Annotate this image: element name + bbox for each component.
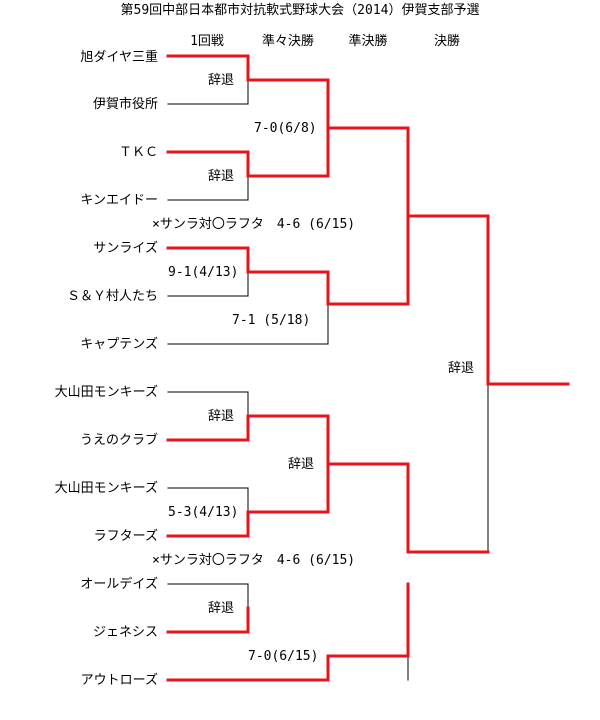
team-name: サンライズ bbox=[93, 240, 158, 256]
result-label: 9-1(4/13) bbox=[168, 265, 238, 280]
team-name: ラフターズ bbox=[94, 528, 158, 544]
team-name: オールデイズ bbox=[80, 576, 158, 592]
result-label: 辞退 bbox=[208, 73, 234, 88]
result-label: 辞退 bbox=[208, 169, 234, 184]
bracket-title: 第59回中部日本都市対抗軟式野球大会（2014）伊賀支部予選 bbox=[121, 2, 480, 18]
match-note: ×サンラ対〇ラフタ 4-6 (6/15) bbox=[152, 217, 355, 232]
team-name: うえのクラブ bbox=[80, 432, 158, 448]
result-label: 辞退 bbox=[288, 457, 314, 472]
team-name: ＴＫＣ bbox=[119, 145, 158, 160]
column-header-final: 決勝 bbox=[434, 34, 460, 49]
team-name: 大山田モンキーズ bbox=[55, 480, 158, 496]
column-header-round1: 1回戦 bbox=[190, 34, 224, 49]
result-label: 7-1 (5/18) bbox=[232, 313, 310, 328]
result-label: 辞退 bbox=[448, 361, 474, 376]
team-name: 旭ダイヤ三重 bbox=[80, 49, 158, 65]
match-note: ×サンラ対〇ラフタ 4-6 (6/15) bbox=[152, 553, 355, 568]
column-header-quarterfinal: 準々決勝 bbox=[262, 33, 314, 49]
column-header-semifinal: 準決勝 bbox=[348, 33, 387, 49]
result-label: 7-0(6/8) bbox=[254, 121, 317, 136]
team-name: Ｓ＆Ｙ村人たち bbox=[67, 289, 158, 304]
team-name: アウトローズ bbox=[81, 672, 158, 688]
bracket-lines-red bbox=[166, 54, 570, 682]
result-label: 辞退 bbox=[208, 601, 234, 616]
result-label: 5-3(4/13) bbox=[168, 505, 238, 520]
team-name: キャプテンズ bbox=[80, 336, 158, 352]
result-label: 辞退 bbox=[208, 409, 234, 424]
team-name: 大山田モンキーズ bbox=[55, 384, 158, 400]
team-name: 伊賀市役所 bbox=[93, 96, 158, 112]
result-label: 7-0(6/15) bbox=[248, 649, 318, 664]
team-name: ジェネシス bbox=[93, 625, 158, 640]
team-name: キンエイドー bbox=[80, 193, 158, 208]
